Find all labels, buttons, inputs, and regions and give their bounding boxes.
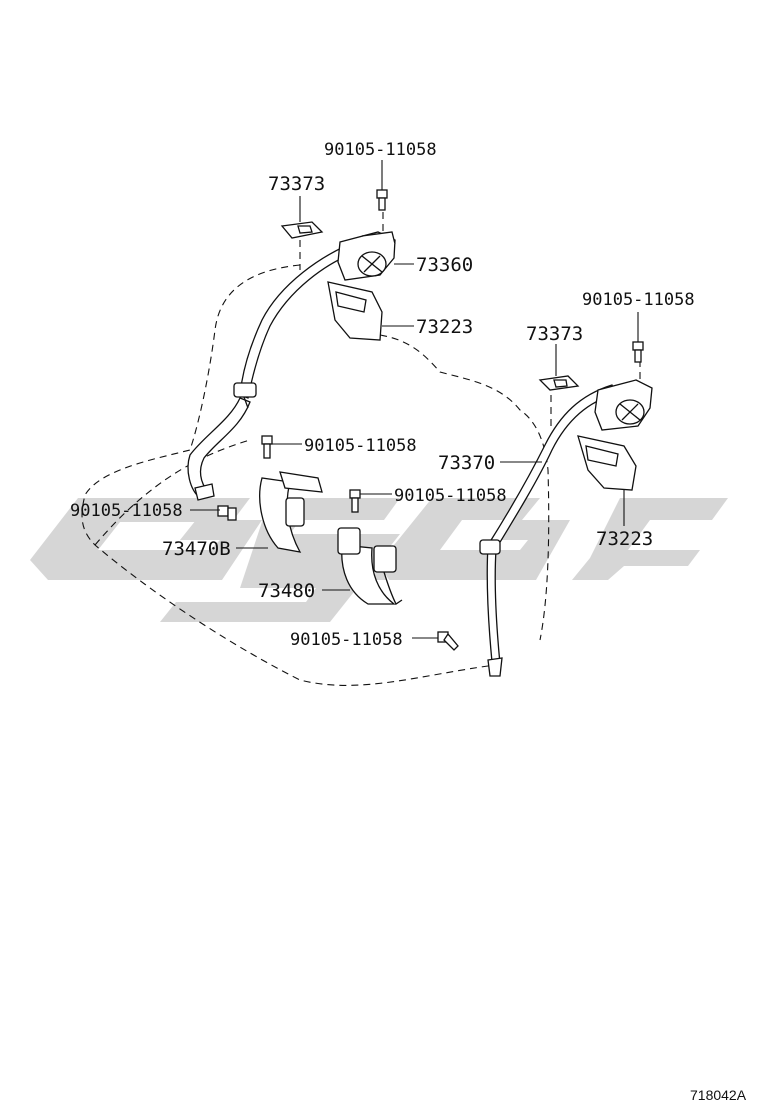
callout-cover-right: 73223 [596,528,653,550]
left-retractor [337,231,396,281]
callout-buckle-right: 73480 [258,580,315,602]
callout-retractor-left: 73360 [416,254,473,276]
callout-bolt-left-anchor: 90105-11058 [70,501,183,521]
seat-outline [81,212,641,686]
callout-bolt-mid-2: 90105-11058 [394,486,507,506]
left-seat-belt [187,239,363,501]
callout-labels: 90105-11058 73373 73360 73223 90105-1105… [70,140,695,650]
right-seat-belt [479,384,617,677]
leader-lines [190,160,639,639]
center-buckle-left [259,471,323,553]
dealer-logo-watermark [30,498,728,622]
right-trim-cover [577,435,637,491]
callout-bolt-mid-1: 90105-11058 [304,436,417,456]
illustration-code: 718042A [690,1087,747,1103]
bolt-icon-bottom [437,631,459,651]
bolt-icon-top-right [632,341,644,363]
bolt-icon-left-anchor [217,505,237,521]
callout-escutcheon-right: 73373 [526,323,583,345]
callout-escutcheon-left: 73373 [268,173,325,195]
callout-belt-right: 73370 [438,452,495,474]
left-escutcheon [280,221,324,239]
callout-bolt-top-left: 90105-11058 [324,140,437,160]
callout-bolt-bottom: 90105-11058 [290,630,403,650]
callout-buckle-left: 73470B [162,538,231,560]
callout-cover-left: 73223 [416,316,473,338]
callout-bolt-top-right: 90105-11058 [582,290,695,310]
bolt-icon-mid-2 [349,489,361,513]
bolt-icon-mid-1 [261,435,273,459]
bolt-icon-top-left [376,189,388,211]
center-buckle-right [337,527,403,605]
right-escutcheon [538,375,580,391]
left-trim-cover [327,281,383,341]
right-retractor [594,379,653,431]
